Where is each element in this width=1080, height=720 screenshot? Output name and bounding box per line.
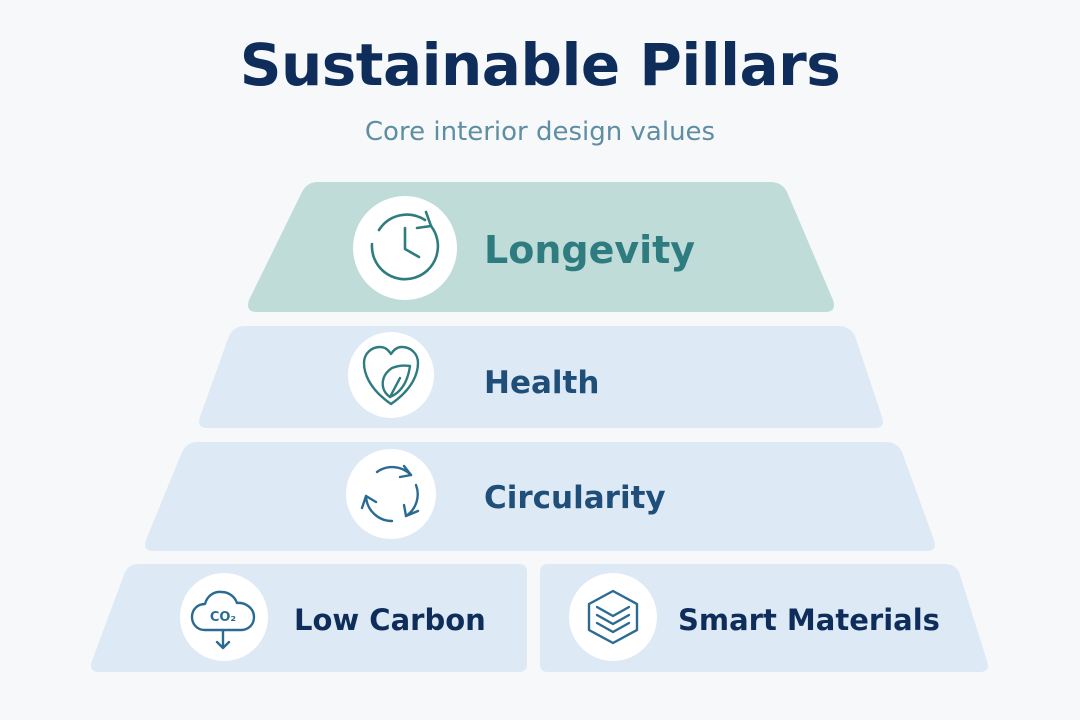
- recycle-arrows-icon: [360, 464, 420, 523]
- co2-cloud-icon: CO₂: [190, 590, 256, 650]
- tier-circularity-label: Circularity: [484, 480, 666, 516]
- tier-health: Health: [199, 326, 883, 428]
- tier-health-label: Health: [484, 365, 599, 401]
- tier-circularity-shape: [145, 442, 935, 551]
- clock-refresh-icon: [370, 210, 440, 281]
- tier-health-icon-badge: [348, 332, 434, 418]
- tier-low-carbon-label: Low Carbon: [294, 603, 486, 637]
- heart-leaf-icon: [362, 345, 420, 406]
- tier-circularity: Circularity: [145, 442, 935, 551]
- tier-low-carbon-icon-badge: [180, 573, 268, 661]
- page-subtitle: Core interior design values: [364, 117, 716, 147]
- tier-longevity-label: Longevity: [484, 228, 695, 272]
- tier-circularity-icon-badge: [346, 449, 436, 539]
- page-title: Sustainable Pillars: [239, 31, 841, 99]
- co2-text: CO₂: [210, 610, 236, 625]
- tier-smart-materials-shape: [540, 564, 988, 672]
- tier-smart-materials-label: Smart Materials: [678, 603, 940, 637]
- tier-smart-materials: Smart Materials: [540, 564, 988, 672]
- tier-longevity: Longevity: [248, 182, 834, 312]
- tier-low-carbon: CO₂ Low Carbon: [91, 564, 527, 672]
- layers-icon: [587, 589, 639, 645]
